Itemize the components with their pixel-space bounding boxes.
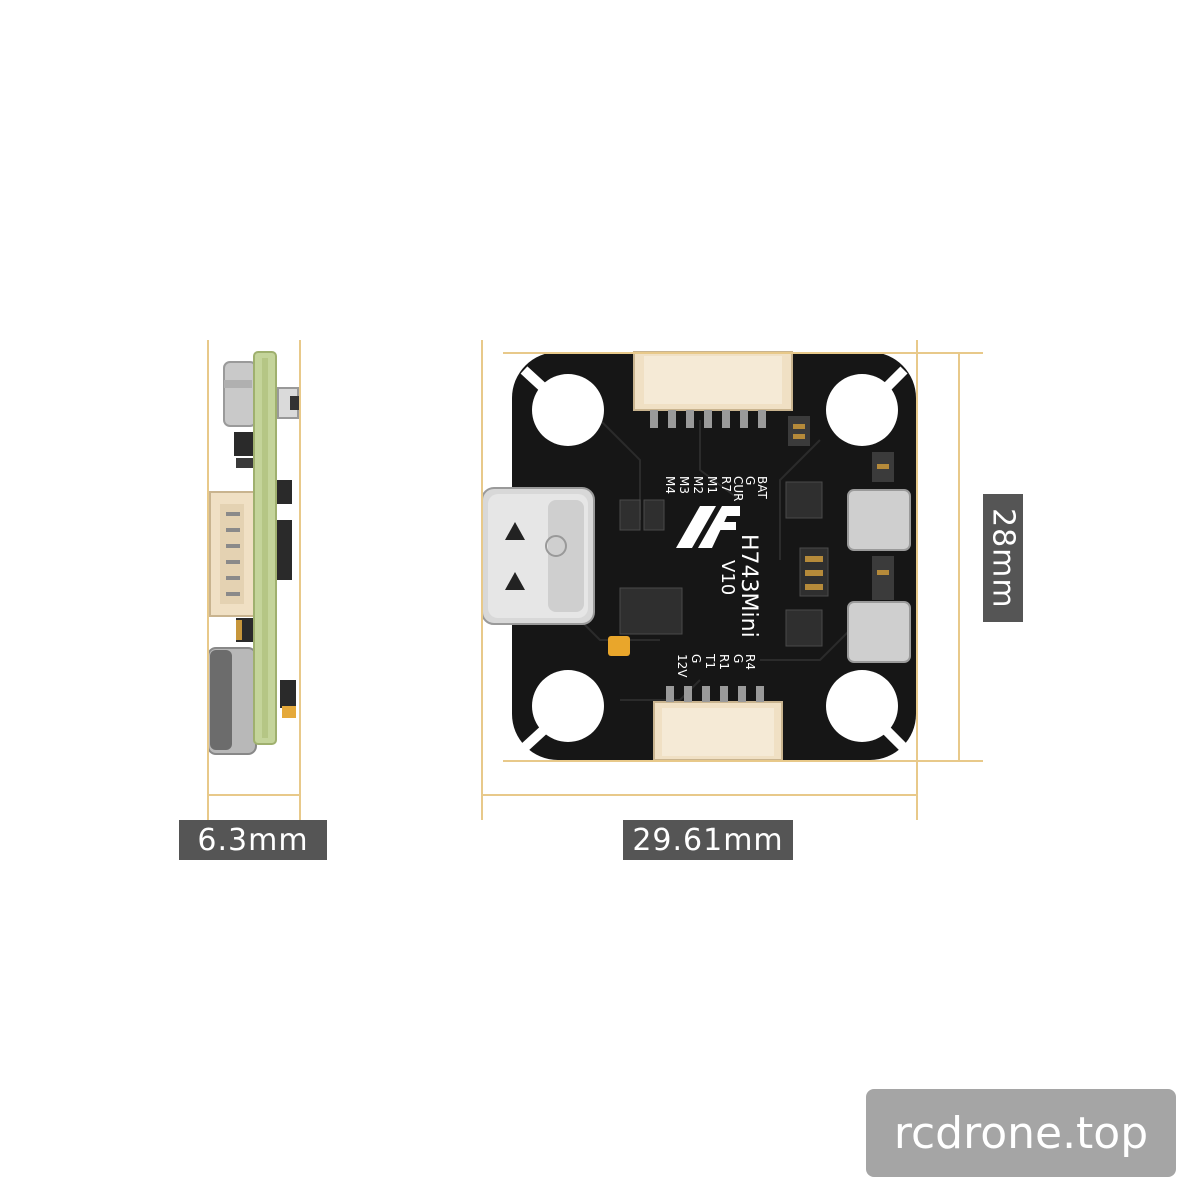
top-view-board [481, 351, 916, 761]
pad-label: R1 [717, 654, 731, 670]
dimension-line [207, 340, 209, 820]
pad-label: M1 [705, 476, 719, 494]
dimension-line [299, 340, 301, 820]
pad-label: G [743, 476, 757, 485]
af-logo [676, 506, 740, 548]
dimension-line [503, 760, 983, 762]
pad-label: M4 [663, 476, 677, 494]
watermark-badge: rcdrone.top [866, 1089, 1176, 1177]
dimension-line [958, 352, 960, 762]
silkscreen-text: H743Mini V10 BAT G CUR R7 M1 M2 M3 M4 R4… [663, 476, 769, 678]
dimension-line [207, 794, 301, 796]
dimension-line [503, 352, 983, 354]
pad-label: M2 [691, 476, 705, 494]
pad-label: 12V [675, 654, 689, 678]
side-view-board [207, 351, 300, 755]
pad-label: G [689, 654, 703, 663]
pad-label: BAT [755, 476, 769, 500]
thickness-label: 6.3mm [179, 820, 327, 860]
board-version-text: V10 [717, 560, 738, 595]
dimension-line [481, 794, 918, 796]
dimension-line [481, 340, 483, 820]
pad-label: T1 [703, 653, 717, 669]
dimension-line [916, 340, 918, 820]
pad-label: G [731, 654, 745, 663]
height-label: 28mm [983, 494, 1023, 622]
board-model-text: H743Mini [736, 534, 761, 638]
width-label: 29.61mm [623, 820, 793, 860]
pad-label: M3 [677, 476, 691, 494]
pad-label: R7 [719, 476, 733, 492]
pad-label: CUR [731, 476, 745, 502]
pad-label: R4 [743, 654, 757, 670]
